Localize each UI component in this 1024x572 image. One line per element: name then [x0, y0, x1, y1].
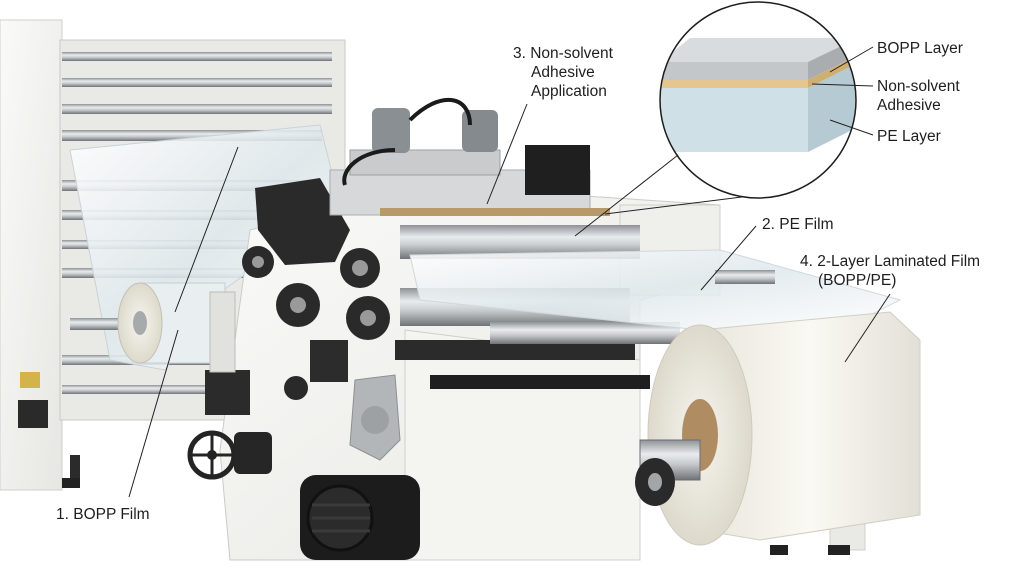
label-adhesive: Non-solvent Adhesive	[877, 78, 964, 114]
label-adhesive-line2: Adhesive	[877, 97, 941, 114]
adhesive-application-head	[329, 97, 610, 216]
label-adhesive-application-line2: Adhesive	[531, 64, 595, 81]
side-housing	[255, 178, 350, 265]
base-motor-icon	[300, 475, 420, 560]
control-panel-icon	[18, 400, 48, 428]
label-adhesive-application-line1: 3. Non-solvent	[513, 45, 614, 62]
pe-feed-roller	[715, 270, 775, 284]
label-adhesive-line1: Non-solvent	[877, 78, 960, 95]
handwheel-icon	[187, 430, 272, 480]
warning-label-icon	[20, 372, 40, 388]
label-adhesive-application: 3. Non-solvent Adhesive Application	[513, 45, 617, 100]
motor-left-icon	[372, 108, 410, 153]
label-bopp-film: 1. BOPP Film	[56, 506, 150, 523]
pe-layer-band	[660, 88, 808, 152]
label-laminated-film-line1: 4. 2-Layer Laminated Film	[800, 253, 980, 270]
gear-motor-icon	[205, 291, 250, 415]
label-laminated-film: 4. 2-Layer Laminated Film (BOPP/PE)	[800, 253, 984, 289]
frame-knobs	[242, 246, 390, 400]
laminated-film-roll	[635, 311, 921, 546]
label-adhesive-application-line3: Application	[531, 83, 607, 100]
label-bopp-layer: BOPP Layer	[877, 40, 963, 57]
adhesive-layer-band	[660, 80, 808, 88]
leader-lines	[128, 46, 891, 498]
label-pe-film: 2. PE Film	[762, 216, 833, 233]
machine-feet	[62, 478, 850, 555]
bopp-layer-band	[660, 62, 808, 80]
label-pe-layer: PE Layer	[877, 128, 941, 145]
swing-arm	[349, 374, 401, 461]
label-laminated-film-line2: (BOPP/PE)	[818, 272, 896, 289]
